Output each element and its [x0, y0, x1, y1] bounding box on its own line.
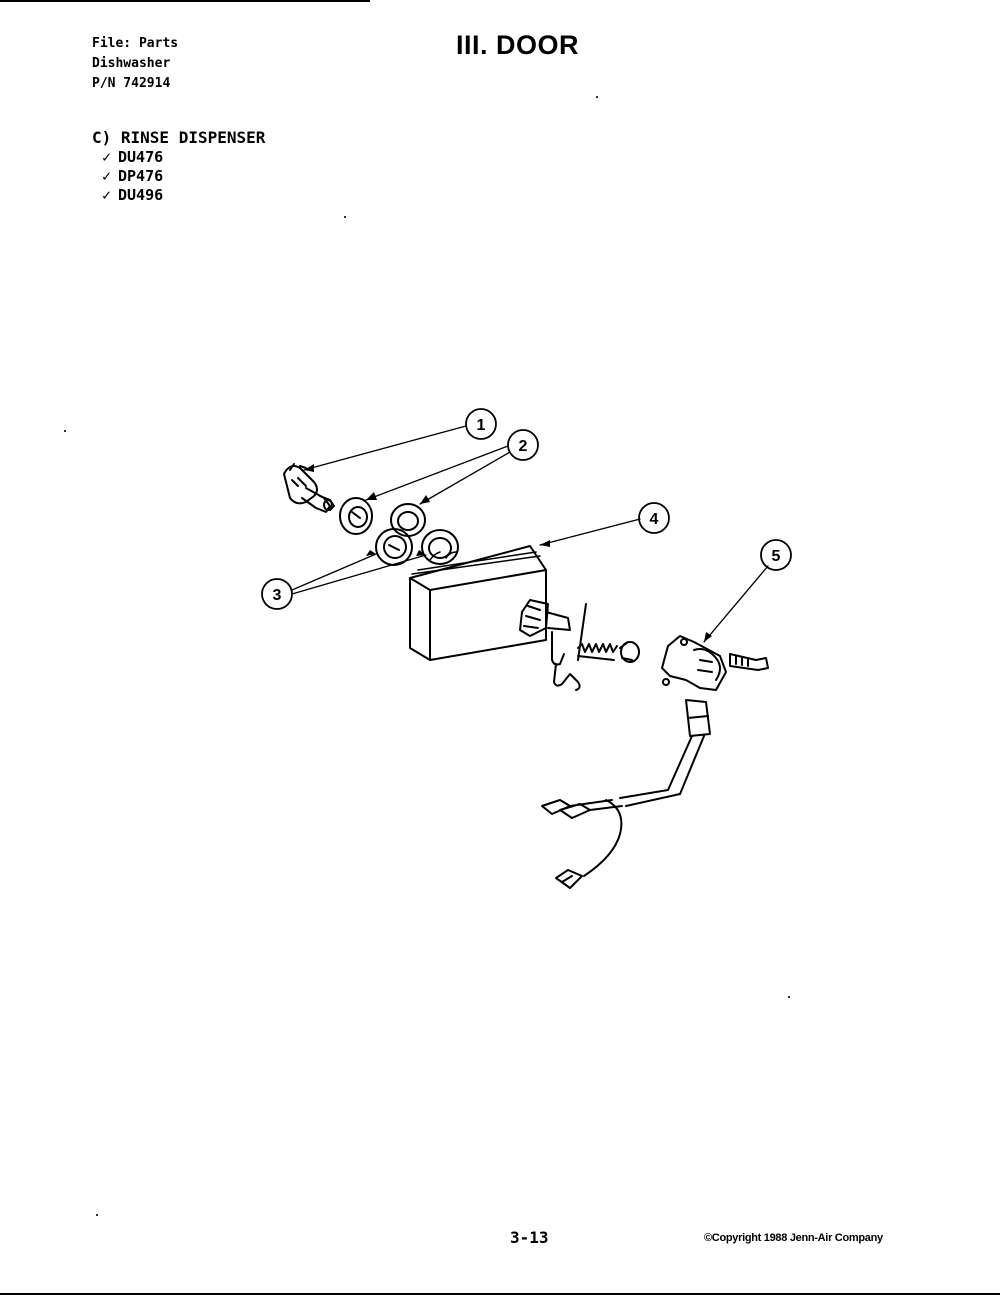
scan-speck: [64, 430, 66, 432]
scan-speck: [596, 96, 598, 98]
callout-number-5: 5: [772, 548, 781, 565]
model-item: ✓ DU496: [92, 186, 265, 205]
copyright-notice: ©Copyright 1988 Jenn-Air Company: [704, 1232, 883, 1244]
callout-number-3: 3: [273, 587, 282, 604]
check-mark-icon: ✓: [102, 167, 112, 185]
callout-circles: [261, 408, 792, 610]
arrowhead: [304, 464, 314, 472]
leader-line-1: [303, 425, 467, 471]
page-number: 3-13: [510, 1228, 549, 1247]
leader-line-3a: [291, 553, 377, 591]
part-3-gaskets: [375, 528, 459, 566]
product-line: Dishwasher: [92, 56, 171, 71]
callout-number-4: 4: [650, 511, 659, 528]
leader-lines: [291, 425, 769, 643]
part-2-gaskets: [339, 497, 426, 537]
file-info-block: File: Parts Dishwasher P/N 742914: [92, 34, 178, 94]
arrowhead: [540, 540, 550, 547]
arrowhead: [420, 495, 430, 504]
scan-speck: [788, 996, 790, 998]
bottom-rule: [0, 1293, 1000, 1295]
page-title: III. DOOR: [456, 30, 580, 60]
leader-line-4: [539, 518, 641, 546]
section-heading: C) RINSE DISPENSER: [92, 128, 266, 147]
arrowheads: [304, 464, 712, 642]
file-line: File: Parts: [92, 36, 179, 51]
callout-number-1: 1: [477, 417, 486, 434]
callout-number-2: 2: [519, 438, 528, 455]
section-block: C) RINSE DISPENSER ✓ DU476 ✓ DP476 ✓ DU496: [92, 128, 265, 205]
top-rule: [0, 0, 370, 2]
model-name: DP476: [118, 167, 164, 185]
check-mark-icon: ✓: [102, 186, 112, 204]
leader-line-5: [703, 565, 769, 643]
arrowhead: [366, 492, 377, 500]
arrowhead: [704, 632, 712, 642]
part-4-dispenser-housing: [409, 545, 640, 691]
check-mark-icon: ✓: [102, 148, 112, 166]
arrowhead: [366, 550, 376, 556]
model-item: ✓ DP476: [92, 167, 265, 186]
part-number-line: P/N 742914: [92, 76, 171, 91]
part-1-cap: [283, 463, 335, 513]
model-name: DU476: [118, 148, 164, 166]
part-5-solenoid-assembly: [541, 635, 769, 889]
callout-circle-1: [465, 408, 497, 440]
scan-speck: [96, 1214, 98, 1216]
model-name: DU496: [118, 186, 164, 204]
callout-circle-5: [760, 539, 792, 571]
leader-line-2a: [365, 445, 509, 501]
leader-line-3b: [291, 554, 427, 595]
model-item: ✓ DU476: [92, 148, 265, 167]
scan-speck: [344, 216, 346, 218]
arrowhead: [416, 550, 426, 556]
callout-circle-3: [261, 578, 293, 610]
leader-line-2b: [419, 451, 511, 505]
callout-circle-2: [507, 429, 539, 461]
callout-circle-4: [638, 502, 670, 534]
